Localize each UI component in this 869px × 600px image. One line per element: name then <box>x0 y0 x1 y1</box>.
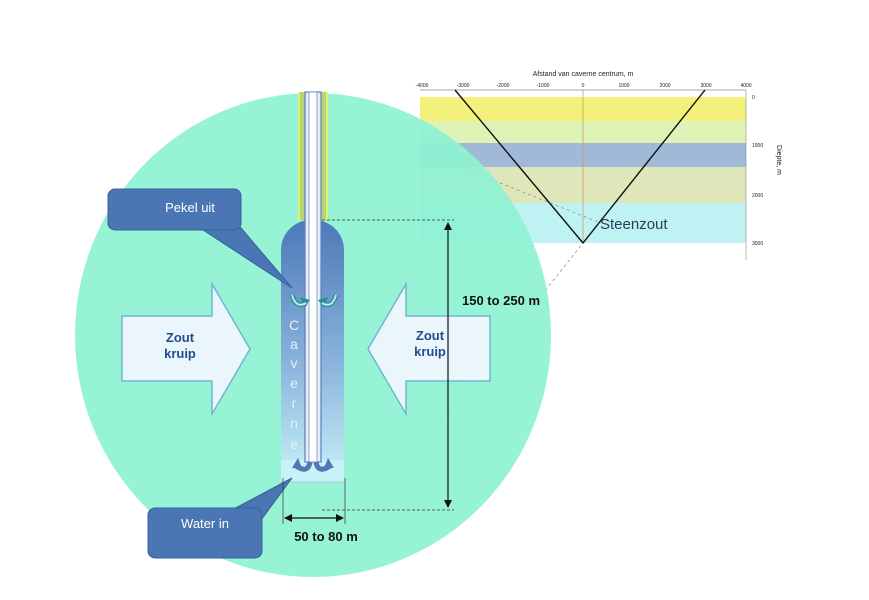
x-tick: -3000 <box>457 83 470 89</box>
x-ticks: -4000 -3000 -2000 -1000 0 1000 2000 3000… <box>416 83 752 89</box>
x-tick: -1000 <box>537 83 550 89</box>
cavern-letter: e <box>290 436 298 452</box>
salt-creep-right-line2: kruip <box>414 344 446 359</box>
callout-brine-out: Pekel uit <box>107 188 293 289</box>
y-axis-title: Diepte, m <box>775 145 782 175</box>
cavern-label: C a v e r n e <box>289 317 299 452</box>
width-dimension-label: 50 to 80 m <box>294 529 358 544</box>
subsidence-cone <box>454 89 706 245</box>
y-ticks: 0 1000 2000 3000 <box>752 95 763 247</box>
x-tick: 4000 <box>740 83 751 89</box>
x-tick: 1000 <box>618 83 629 89</box>
x-axis-title: Afstand van caverne centrum, m <box>533 71 634 78</box>
width-dimension: 50 to 80 m <box>282 478 358 544</box>
height-dimension-label: 150 to 250 m <box>462 293 540 308</box>
x-tick: 0 <box>582 83 585 89</box>
brine-flow-arrows <box>289 294 339 308</box>
salt-creep-arrow-right: Zout kruip <box>367 281 491 417</box>
x-tick: 3000 <box>700 83 711 89</box>
x-tick: -2000 <box>497 83 510 89</box>
salt-creep-arrow-left: Zout kruip <box>121 281 251 417</box>
callout-water-in: Water in <box>147 477 293 559</box>
steenzout-label: Steenzout <box>600 216 668 233</box>
water-in-label: Water in <box>181 516 229 531</box>
salt-creep-right-line1: Zout <box>416 328 445 343</box>
y-tick: 0 <box>752 95 755 101</box>
brine-out-label: Pekel uit <box>165 200 215 215</box>
cavern-letter: a <box>290 336 298 352</box>
y-tick: 3000 <box>752 241 763 247</box>
well-pipes <box>298 91 328 463</box>
cavern-letter: n <box>290 415 298 431</box>
cavern-letter: v <box>291 355 298 371</box>
inner-pipe <box>308 91 318 463</box>
salt-creep-left-line2: kruip <box>164 346 196 361</box>
y-tick: 2000 <box>752 193 763 199</box>
x-tick: -4000 <box>416 83 429 89</box>
water-flow-arrows <box>292 458 334 472</box>
cavern-letter: C <box>289 317 299 333</box>
cavern-letter: e <box>290 375 298 391</box>
y-tick: 1000 <box>752 143 763 149</box>
cavern-letter: r <box>292 395 297 411</box>
x-tick: 2000 <box>659 83 670 89</box>
salt-creep-left-line1: Zout <box>166 330 195 345</box>
height-dimension: 150 to 250 m <box>322 219 540 511</box>
